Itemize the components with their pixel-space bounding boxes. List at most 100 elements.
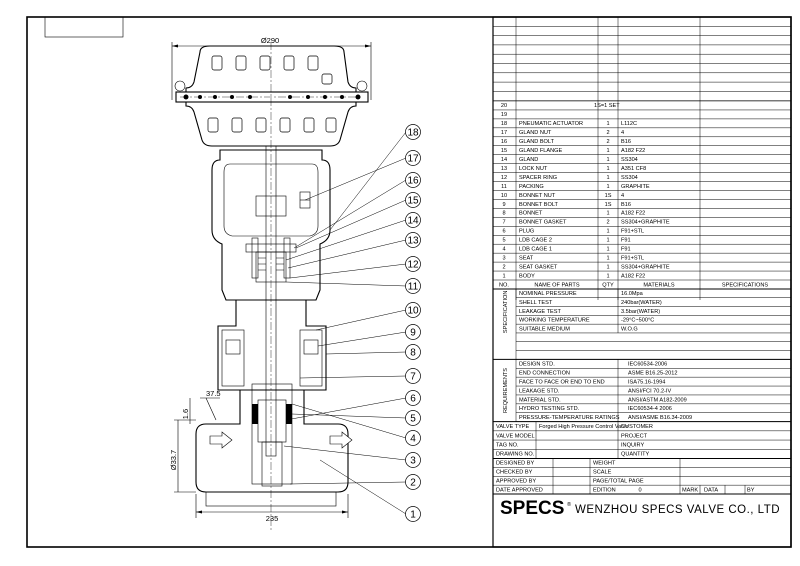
part-name: SEAT bbox=[519, 255, 534, 261]
valve-type-value: Forged High Pressure Control Valve bbox=[539, 424, 628, 430]
spec-name: SUITABLE MEDIUM bbox=[519, 326, 570, 332]
req-value: ASME B16.25-2012 bbox=[628, 371, 677, 377]
bonnet bbox=[217, 299, 327, 391]
callout-11: 11 bbox=[405, 278, 421, 294]
part-material: B16 bbox=[621, 139, 631, 145]
part-no: 9 bbox=[502, 202, 505, 208]
part-no: 6 bbox=[502, 229, 505, 235]
part-no: 16 bbox=[501, 139, 507, 145]
part-qty: 1 bbox=[606, 166, 609, 172]
callout-14: 14 bbox=[405, 212, 421, 228]
callout-3: 3 bbox=[405, 452, 421, 468]
edition-value: 0 bbox=[638, 487, 641, 493]
callout-number: 16 bbox=[407, 176, 419, 187]
req-value: ANSI/ASME B16.34-2009 bbox=[628, 415, 692, 421]
part-material: GRAPHITE bbox=[621, 184, 650, 190]
part-name: SPACER RING bbox=[519, 175, 557, 181]
part-material: SS304+GRAPHITE bbox=[621, 220, 670, 226]
part-no: 14 bbox=[501, 157, 507, 163]
callout-2: 2 bbox=[405, 474, 421, 490]
part-material: F91 bbox=[621, 247, 631, 253]
weight-label: WEIGHT bbox=[593, 461, 616, 467]
part-name: GLAND BOLT bbox=[519, 139, 555, 145]
part-no: 18 bbox=[501, 121, 507, 127]
part-name: GLAND bbox=[519, 157, 538, 163]
drawing-no-label: DRAWING NO. bbox=[496, 452, 535, 458]
part-qty: 2 bbox=[606, 130, 609, 136]
req-value: ANSI/FCI 70.2-IV bbox=[628, 388, 671, 394]
callout-number: 8 bbox=[410, 348, 416, 359]
callout-number: 14 bbox=[407, 216, 419, 227]
approved-by-label: APPROVED BY bbox=[496, 478, 536, 484]
company-logo: SPECS bbox=[500, 498, 564, 519]
header-materials: MATERIALS bbox=[643, 282, 675, 288]
callout-8: 8 bbox=[405, 344, 421, 360]
actuator-lower-casing bbox=[185, 101, 357, 147]
part-qty: 1 bbox=[606, 255, 609, 261]
valve-model-label: VALVE MODEL bbox=[496, 433, 535, 439]
plug bbox=[257, 399, 287, 443]
quantity-label: QUANTITY bbox=[621, 452, 650, 458]
part-no: 4 bbox=[502, 247, 505, 253]
part-no: 3 bbox=[502, 255, 505, 261]
part-material: SS304+GRAPHITE bbox=[621, 264, 670, 270]
stem bbox=[265, 145, 277, 457]
cage bbox=[251, 383, 293, 485]
part-name: BONNET bbox=[519, 211, 543, 217]
callout-16: 16 bbox=[405, 172, 421, 188]
part-name: BONNET BOLT bbox=[519, 202, 559, 208]
project-label: PROJECT bbox=[621, 433, 648, 439]
req-name: MATERIAL STD. bbox=[519, 397, 561, 403]
callout-number: 9 bbox=[410, 328, 416, 339]
stem-connector bbox=[255, 195, 287, 217]
part-qty: 1 bbox=[606, 229, 609, 235]
part-material: F91 bbox=[621, 238, 631, 244]
header-no: NO. bbox=[499, 282, 509, 288]
part-name: LDB CAGE 1 bbox=[519, 247, 552, 253]
callout-number: 2 bbox=[410, 478, 416, 489]
date-approved-label: DATE APPROVED bbox=[496, 487, 543, 493]
part-name: LOCK NUT bbox=[519, 166, 548, 172]
part-name: GLAND NUT bbox=[519, 130, 552, 136]
spec-value: 16.0Mpa bbox=[621, 291, 644, 297]
part-material: SS304 bbox=[621, 157, 638, 163]
callout-6: 6 bbox=[405, 390, 421, 406]
corner-box bbox=[44, 16, 124, 38]
req-value: IEC60534-4 2006 bbox=[628, 406, 672, 412]
callout-number: 7 bbox=[410, 372, 416, 383]
header-name: NAME OF PARTS bbox=[534, 282, 579, 288]
by-label: BY bbox=[747, 487, 755, 493]
req-name: END CONNECTION bbox=[519, 371, 570, 377]
part-material: F91+STL bbox=[621, 255, 644, 261]
header-qty: QTY bbox=[602, 282, 614, 288]
callout-13: 13 bbox=[405, 232, 421, 248]
part-material: A351 CF8 bbox=[621, 166, 646, 172]
part-name: SEAT GASKET bbox=[519, 264, 558, 270]
part-name: BONNET NUT bbox=[519, 193, 556, 199]
part-qty: 1 bbox=[606, 157, 609, 163]
part-name: PLUG bbox=[519, 229, 534, 235]
spec-name: SHELL TEST bbox=[519, 300, 553, 306]
part-material: A182 F22 bbox=[621, 148, 645, 154]
part-qty: 1 bbox=[606, 238, 609, 244]
callout-12: 12 bbox=[405, 256, 421, 272]
callout-9: 9 bbox=[405, 324, 421, 340]
part-name: LDB CAGE 2 bbox=[519, 238, 552, 244]
callout-number: 1 bbox=[410, 510, 416, 521]
callout-number: 18 bbox=[407, 128, 419, 139]
callout-18: 18 bbox=[405, 124, 421, 140]
